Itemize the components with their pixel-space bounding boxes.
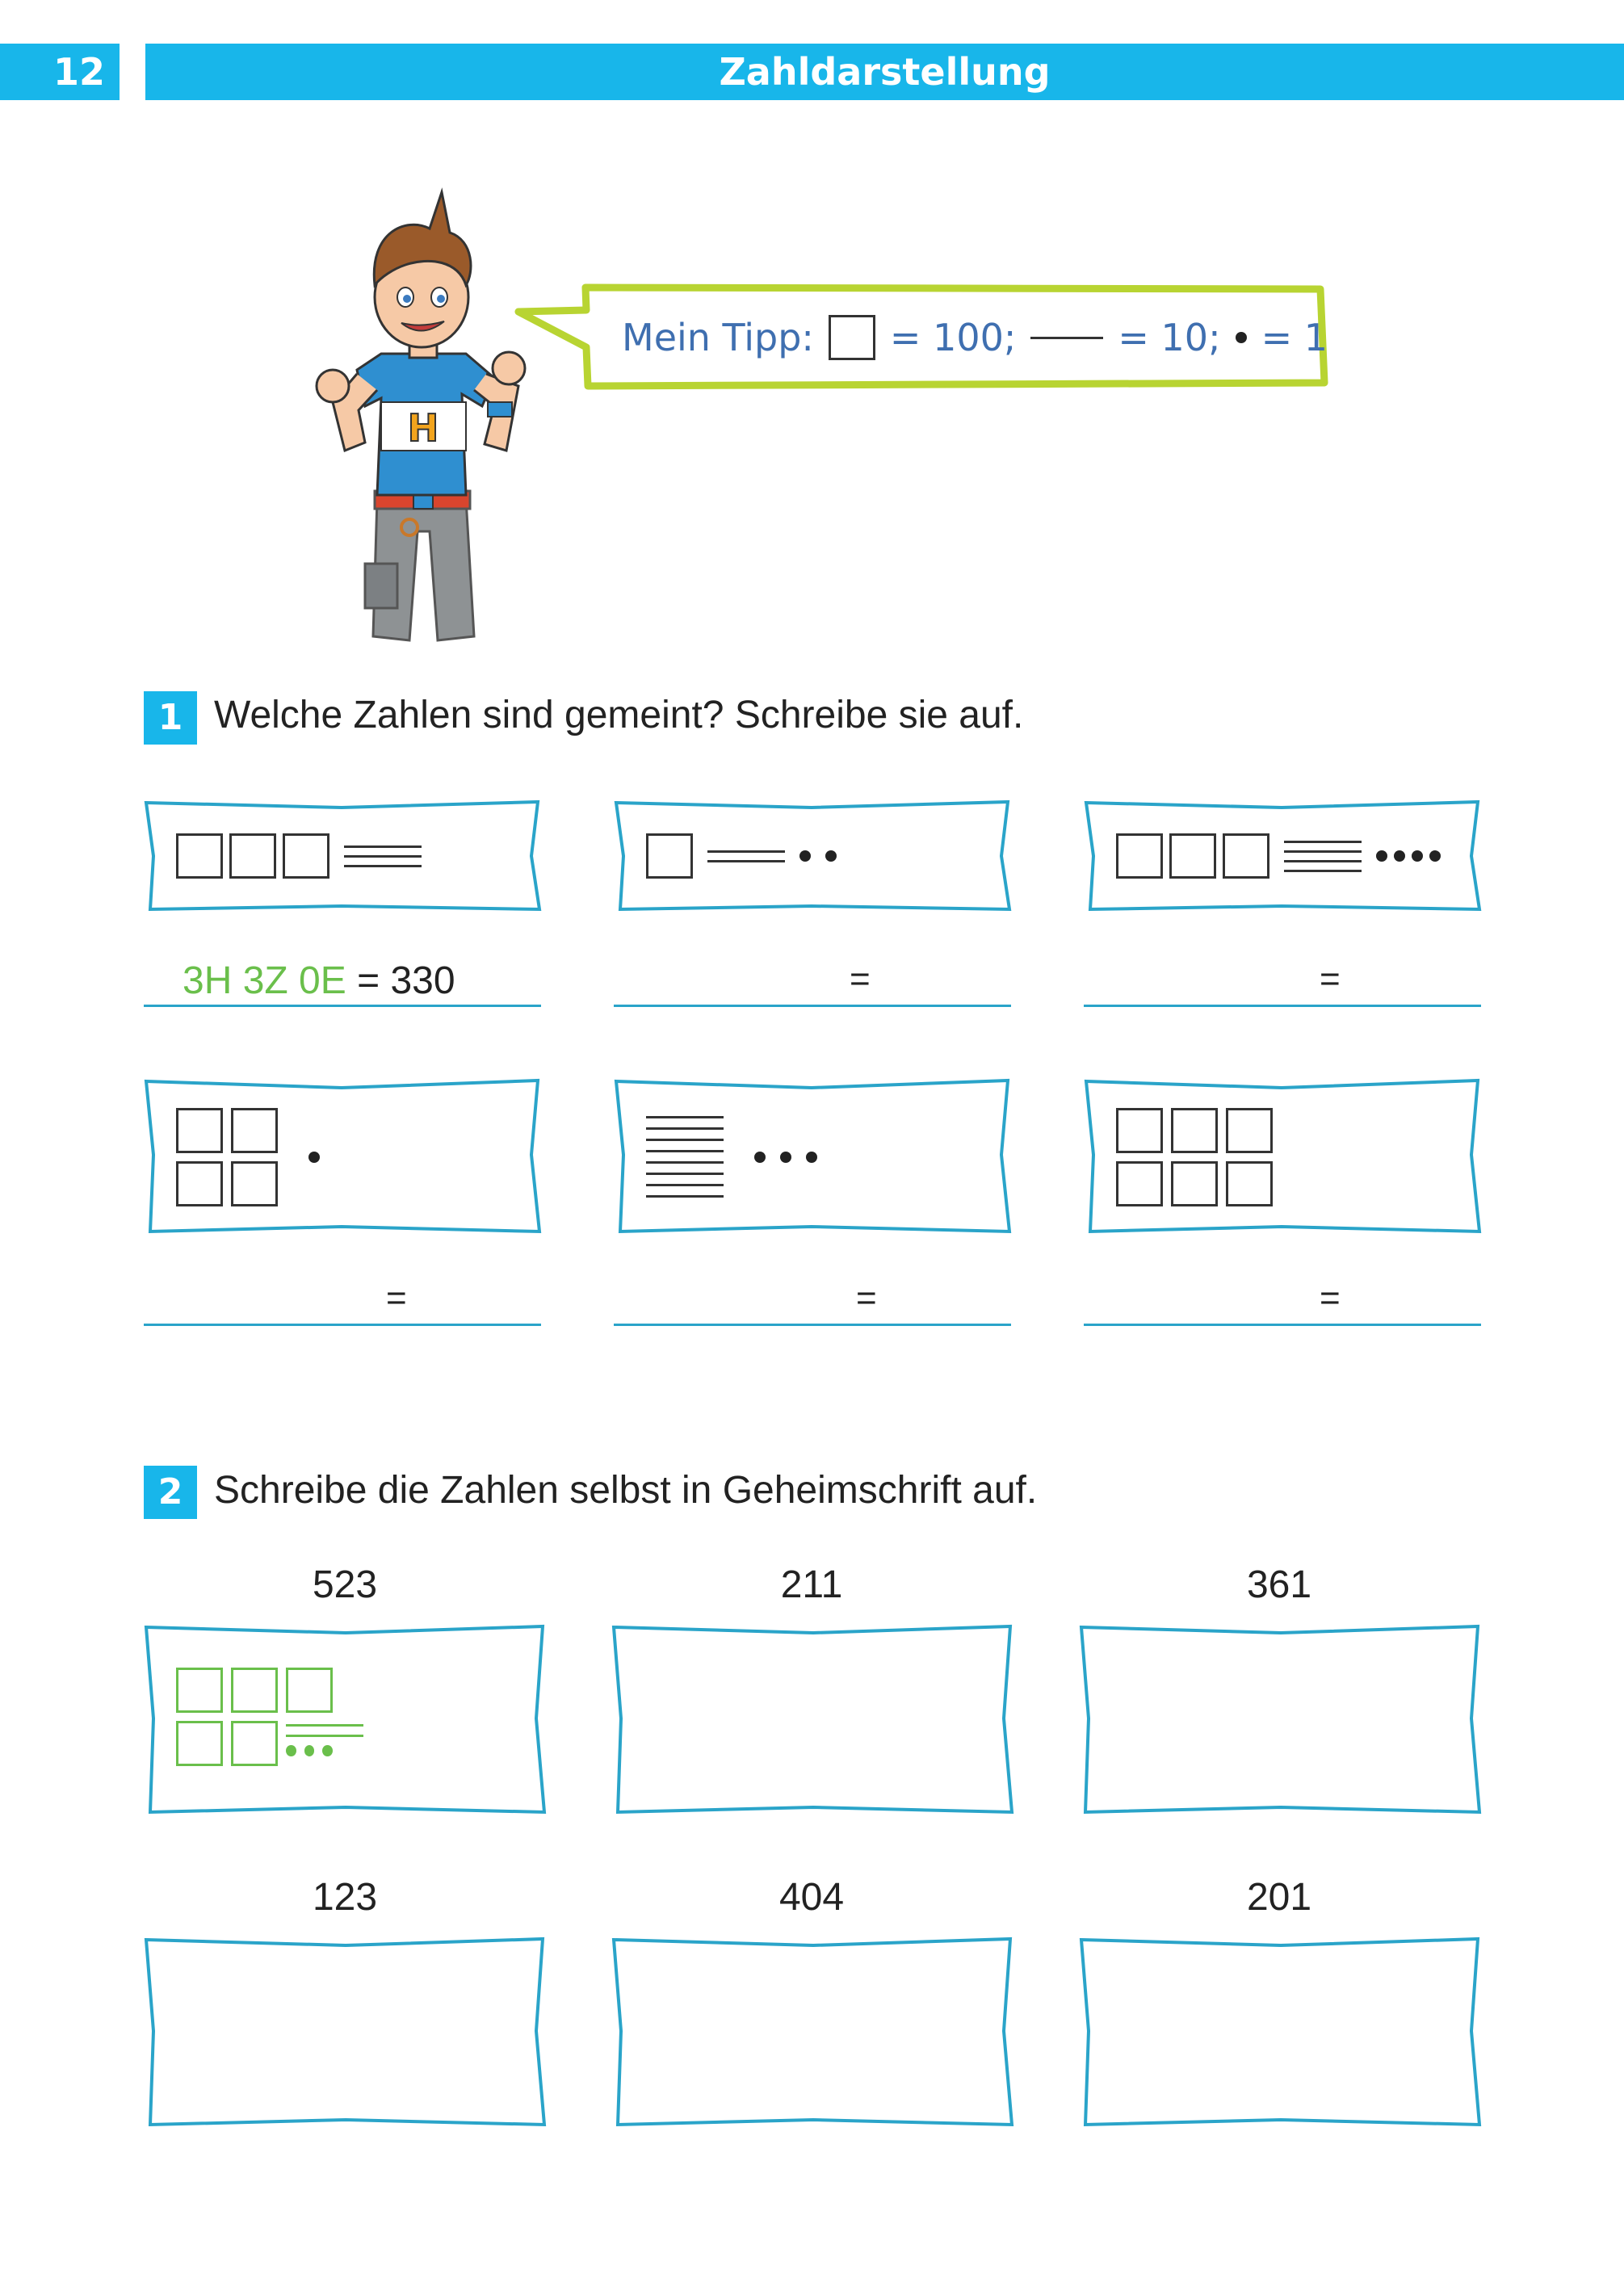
answer-line-4[interactable]: = <box>144 1278 541 1326</box>
example-answer: 3H 3Z 0E = 330 <box>183 959 455 1002</box>
place-value-pictogram <box>646 799 987 913</box>
equals-sign: = <box>850 959 871 999</box>
task-1-card-5 <box>614 1078 1012 1236</box>
answer-line-5[interactable]: = <box>614 1278 1011 1326</box>
tip-one-value: = 1 <box>1261 316 1328 359</box>
place-value-pictogram <box>176 799 517 913</box>
tip-label: Mein Tipp: <box>622 316 814 359</box>
answer-line-3[interactable]: = <box>1084 959 1481 1007</box>
tip-ten-value: = 10; <box>1118 316 1221 359</box>
tip-hundred-value: = 100; <box>889 316 1017 359</box>
example-pictogram <box>176 1623 522 1815</box>
drawing-box-5[interactable] <box>611 1936 1014 2128</box>
svg-text:H: H <box>408 406 439 450</box>
answer-line-1[interactable]: 3H 3Z 0E = 330 <box>144 959 541 1007</box>
answer-line-2[interactable]: = <box>614 959 1011 1007</box>
drawing-box-3[interactable] <box>1079 1623 1482 1815</box>
task-1-card-2 <box>614 799 1012 913</box>
ten-line-icon <box>1030 336 1104 339</box>
equals-sign: = <box>856 1278 877 1318</box>
target-number-4: 123 <box>312 1876 378 1919</box>
task-1-card-1 <box>144 799 542 913</box>
tip-legend: Mein Tipp: = 100; = 10; = 1 <box>622 305 1328 370</box>
page-number-bar: 12 <box>0 44 120 100</box>
place-value-pictogram <box>646 1078 987 1236</box>
answer-line-6[interactable]: = <box>1084 1278 1481 1326</box>
drawing-box-4[interactable] <box>144 1936 547 2128</box>
drawing-box-6[interactable] <box>1079 1936 1482 2128</box>
equals-sign: = <box>386 1278 407 1318</box>
target-number-6: 201 <box>1246 1876 1312 1919</box>
boy-mascot-illustration: H <box>315 187 527 642</box>
equals-sign: = <box>1320 959 1341 999</box>
chapter-title: Zahldarstellung <box>719 50 1051 94</box>
task-1-badge: 1 <box>144 691 197 745</box>
target-number-1: 523 <box>312 1563 378 1606</box>
chapter-title-bar: Zahldarstellung <box>145 44 1624 100</box>
one-dot-icon <box>1235 332 1247 343</box>
task-1-card-3 <box>1084 799 1482 913</box>
hundred-square-icon <box>828 315 875 360</box>
target-number-5: 404 <box>778 1876 845 1919</box>
target-number-2: 211 <box>780 1563 843 1606</box>
place-value-pictogram <box>1116 799 1457 913</box>
place-value-pictogram <box>176 1078 517 1236</box>
drawing-box-2[interactable] <box>611 1623 1014 1815</box>
task-1-instruction: Welche Zahlen sind gemeint? Schreibe sie… <box>214 694 1024 736</box>
task-2-badge: 2 <box>144 1466 197 1519</box>
place-value-pictogram <box>1116 1078 1457 1236</box>
task-1-card-4 <box>144 1078 542 1236</box>
task-1-card-6 <box>1084 1078 1482 1236</box>
page-number: 12 <box>52 50 105 94</box>
speech-bubble <box>514 283 1328 390</box>
equals-sign: = <box>1320 1278 1341 1318</box>
drawing-box-1[interactable] <box>144 1623 547 1815</box>
target-number-3: 361 <box>1246 1563 1312 1606</box>
task-2-instruction: Schreibe die Zahlen selbst in Geheimschr… <box>214 1469 1038 1512</box>
